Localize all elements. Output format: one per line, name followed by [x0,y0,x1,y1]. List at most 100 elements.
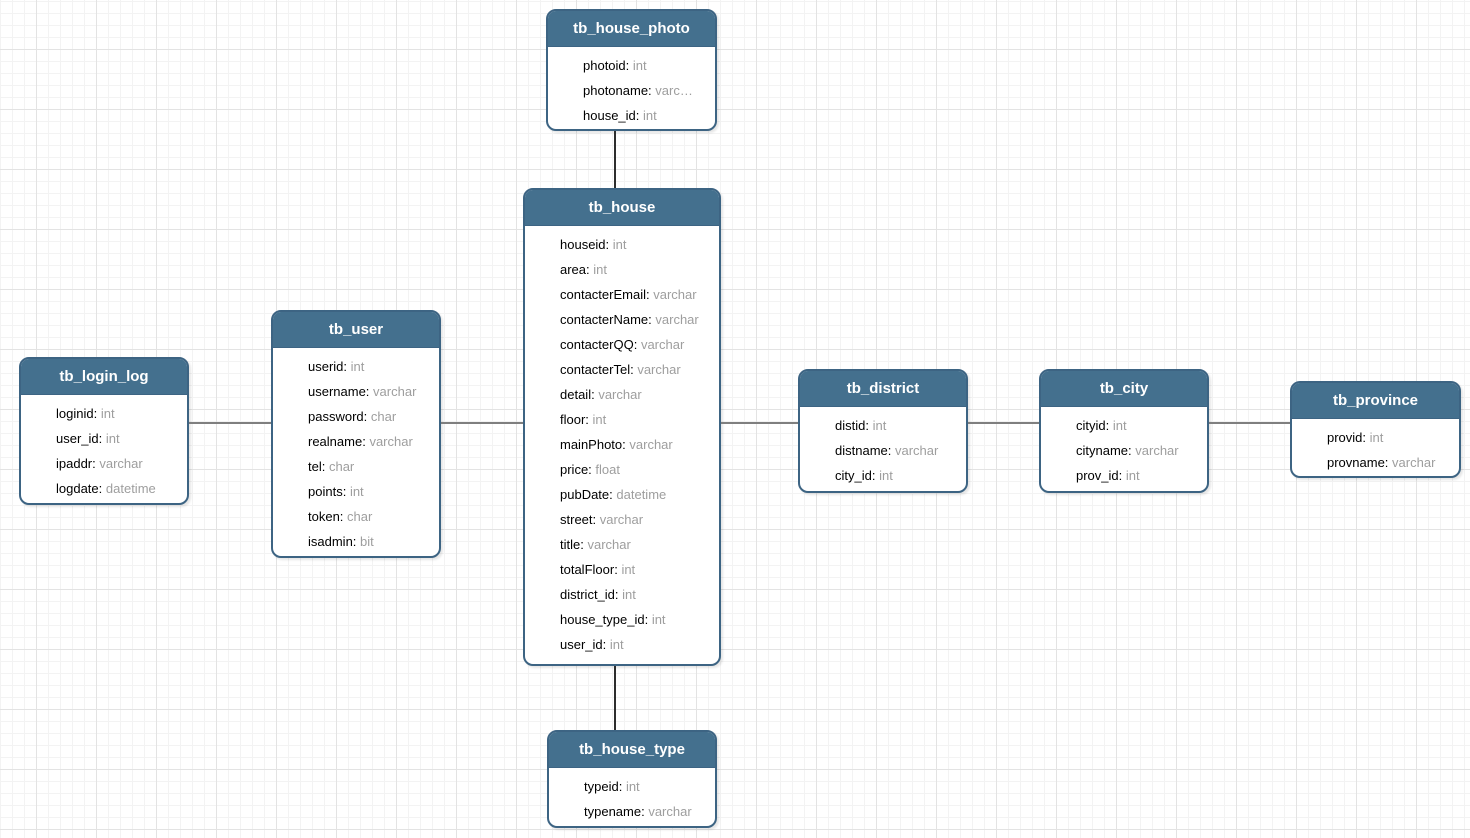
field-row-cityid[interactable]: cityid: int [1041,413,1207,438]
field-type: varchar [895,443,939,458]
field-row-contacterName[interactable]: contacterName: varchar [525,307,719,332]
table-header[interactable]: tb_user [273,312,439,348]
table-header[interactable]: tb_house_photo [548,11,715,47]
field-row-houseid[interactable]: houseid: int [525,232,719,257]
field-row-distname[interactable]: distname: varchar [800,438,966,463]
field-row-typeid[interactable]: typeid: int [549,774,715,799]
field-name: contacterQQ: [560,337,638,352]
relationship-connector-tb_house--tb_district[interactable] [721,422,798,424]
relationship-connector-tb_house_photo--tb_house[interactable] [614,131,616,188]
field-type: char [347,509,373,524]
field-row-mainPhoto[interactable]: mainPhoto: varchar [525,432,719,457]
field-row-totalFloor[interactable]: totalFloor: int [525,557,719,582]
field-row-house_type_id[interactable]: house_type_id: int [525,607,719,632]
table-header[interactable]: tb_house_type [549,732,715,768]
field-name: user_id: [56,431,103,446]
table-header[interactable]: tb_house [525,190,719,226]
field-name: house_type_id: [560,612,649,627]
field-row-typename[interactable]: typename: varchar [549,799,715,824]
field-row-provname[interactable]: provname: varchar [1292,450,1459,475]
field-row-contacterEmail[interactable]: contacterEmail: varchar [525,282,719,307]
field-type: varchar [373,384,417,399]
field-row-isadmin[interactable]: isadmin: bit [273,529,439,554]
field-row-cityname[interactable]: cityname: varchar [1041,438,1207,463]
field-row-detail[interactable]: detail: varchar [525,382,719,407]
field-name: realname: [308,434,366,449]
relationship-connector-tb_city--tb_province[interactable] [1209,422,1290,424]
table-header[interactable]: tb_district [800,371,966,407]
field-row-realname[interactable]: realname: varchar [273,429,439,454]
field-row-password[interactable]: password: char [273,404,439,429]
field-row-title[interactable]: title: varchar [525,532,719,557]
relationship-connector-tb_user--tb_house[interactable] [441,422,523,424]
field-row-contacterTel[interactable]: contacterTel: varchar [525,357,719,382]
field-row-city_id[interactable]: city_id: int [800,463,966,488]
field-row-price[interactable]: price: float [525,457,719,482]
table-header[interactable]: tb_city [1041,371,1207,407]
field-row-username[interactable]: username: varchar [273,379,439,404]
relationship-connector-tb_login_log--tb_user[interactable] [189,422,271,424]
field-row-userid[interactable]: userid: int [273,354,439,379]
relationship-connector-tb_house--tb_house_type[interactable] [614,666,616,730]
field-row-contacterQQ[interactable]: contacterQQ: varchar [525,332,719,357]
field-name: contacterTel: [560,362,634,377]
field-row-points[interactable]: points: int [273,479,439,504]
field-row-distid[interactable]: distid: int [800,413,966,438]
field-row-floor[interactable]: floor: int [525,407,719,432]
field-row-ipaddr[interactable]: ipaddr: varchar [21,451,187,476]
field-type: int [622,587,636,602]
field-row-logdate[interactable]: logdate: datetime [21,476,187,501]
table-title: tb_user [328,321,384,338]
table-header[interactable]: tb_province [1292,383,1459,419]
field-row-loginid[interactable]: loginid: int [21,401,187,426]
table-title: tb_house_photo [573,20,690,37]
field-type: varchar [637,362,681,377]
field-row-house_id[interactable]: house_id: int [548,103,715,128]
field-type: int [872,418,887,433]
relationship-connector-tb_district--tb_city[interactable] [968,422,1039,424]
field-row-tel[interactable]: tel: char [273,454,439,479]
field-name: typeid: [584,779,623,794]
table-header[interactable]: tb_login_log [21,359,187,395]
field-row-photoname[interactable]: photoname: varc… [548,78,715,103]
table-title: tb_house_type [579,741,685,758]
field-name: provid: [1327,430,1367,445]
field-row-prov_id[interactable]: prov_id: int [1041,463,1207,488]
field-name: provname: [1327,455,1389,470]
field-name: title: [560,537,584,552]
field-row-pubDate[interactable]: pubDate: datetime [525,482,719,507]
field-name: distname: [835,443,892,458]
table-title: tb_province [1332,392,1419,409]
field-type: datetime [105,481,156,496]
field-name: logdate: [56,481,103,496]
table-title: tb_city [1099,380,1149,397]
field-type: int [632,58,647,73]
field-name: photoid: [583,58,630,73]
field-row-provid[interactable]: provid: int [1292,425,1459,450]
field-name: street: [560,512,597,527]
field-type: varchar [1392,455,1436,470]
field-row-district_id[interactable]: district_id: int [525,582,719,607]
field-row-user_id[interactable]: user_id: int [525,632,719,657]
field-row-street[interactable]: street: varchar [525,507,719,532]
field-type: datetime [616,487,667,502]
field-name: contacterName: [560,312,652,327]
field-type: int [349,484,364,499]
field-type: varchar [1135,443,1179,458]
field-row-user_id[interactable]: user_id: int [21,426,187,451]
field-row-photoid[interactable]: photoid: int [548,53,715,78]
field-name: prov_id: [1076,468,1123,483]
table-title: tb_district [846,380,920,397]
field-row-area[interactable]: area: int [525,257,719,282]
field-row-token[interactable]: token: char [273,504,439,529]
